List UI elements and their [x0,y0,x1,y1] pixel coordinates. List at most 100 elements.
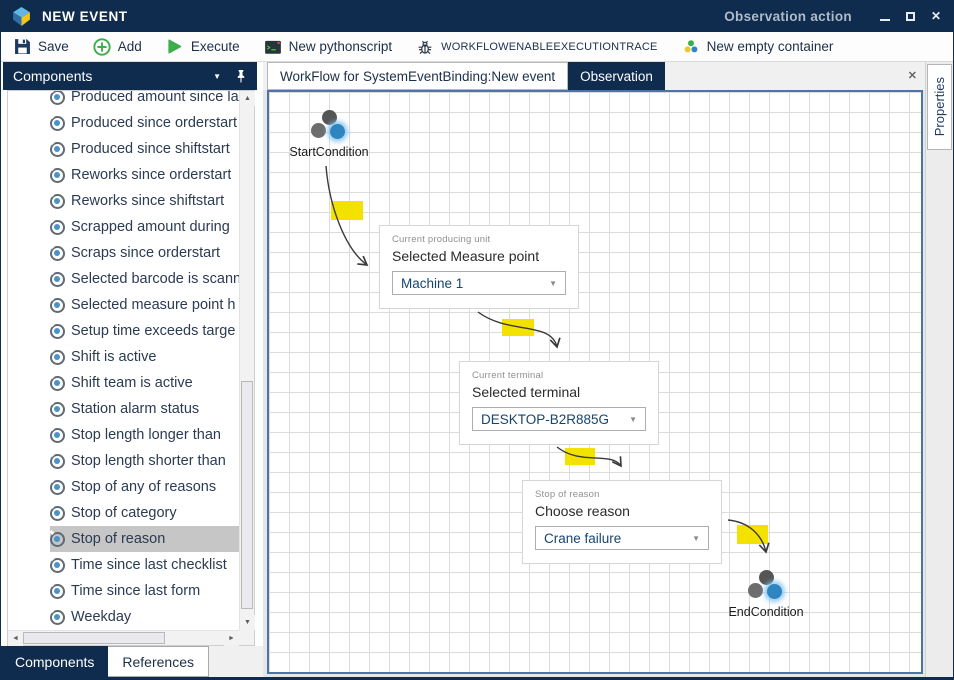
component-list-item[interactable]: Scraps since orderstart [50,240,239,266]
terminal-dropdown[interactable]: DESKTOP-B2R885G [472,407,646,431]
components-panel: Components Produced amount since la Prod… [1,62,263,677]
maximize-icon[interactable] [906,12,915,21]
scroll-down-icon[interactable] [240,615,255,630]
bug-icon [416,38,434,56]
eye-observation-icon [50,91,65,105]
pythonscript-icon [264,38,282,56]
arrow-highlight [502,319,534,336]
context-label: Observation action [724,9,852,24]
component-list-item[interactable]: Produced since shiftstart [50,136,239,162]
reason-dropdown[interactable]: Crane failure [535,526,709,550]
eye-observation-icon [50,272,65,287]
pin-icon[interactable] [235,69,247,84]
component-list-item[interactable]: Selected barcode is scann [50,266,239,292]
condition-node-icon [311,110,348,141]
workflow-card-terminal[interactable]: Current terminal Selected terminal DESKT… [459,361,659,445]
container-dots-icon [682,38,700,56]
new-empty-container-button[interactable]: New empty container [682,38,834,56]
end-condition-node[interactable]: EndCondition [706,570,826,619]
chevron-down-icon [692,533,700,543]
component-list-item[interactable]: Time since last checklist [50,552,239,578]
eye-observation-icon [50,584,65,599]
component-list-item[interactable]: Station alarm status [50,396,239,422]
arrow-highlight [737,525,768,544]
eye-observation-icon [50,298,65,313]
toolbar: Save Add Execute [1,32,954,62]
component-list-item[interactable]: Time since last form [50,578,239,604]
component-list-item[interactable]: Reworks since shiftstart [50,188,239,214]
execute-button[interactable]: Execute [166,38,240,56]
eye-observation-icon [50,350,65,365]
arrow-highlight [331,201,363,220]
components-list: Produced amount since la Produced since … [8,91,239,630]
workflow-trace-button[interactable]: WORKFLOWENABLEEXECUTIONTRACE [416,38,657,56]
eye-observation-icon [50,558,65,573]
window-title: NEW EVENT [42,9,128,24]
add-button[interactable]: Add [93,38,142,56]
component-list-item[interactable]: Stop of any of reasons [50,474,239,500]
workflow-card-producing-unit[interactable]: Current producing unit Selected Measure … [379,225,579,309]
component-list-item[interactable]: Produced since orderstart [50,110,239,136]
eye-observation-icon [50,532,65,547]
add-icon [93,38,111,56]
vertical-scrollbar[interactable] [239,91,254,630]
close-icon[interactable] [931,10,941,22]
execute-icon [166,38,184,56]
horizontal-scrollbar[interactable] [8,630,239,645]
eye-observation-icon [50,402,65,417]
component-list-item[interactable]: Setup time exceeds targe [50,318,239,344]
components-list-viewport: Produced amount since la Produced since … [8,91,239,630]
workflow-main-area: WorkFlow for SystemEventBinding:New even… [263,62,927,680]
tab-components[interactable]: Components [1,646,108,677]
scroll-left-icon[interactable] [8,631,23,646]
component-list-item[interactable]: Produced amount since la [50,91,239,110]
scrollbar-corner [239,630,254,645]
tab-properties[interactable]: Properties [927,64,952,150]
component-list-item[interactable]: Weekday [50,604,239,630]
panel-dropdown-icon[interactable] [213,71,221,82]
start-condition-node[interactable]: StartCondition [269,110,389,159]
workflow-card-stop-reason[interactable]: Stop of reason Choose reason Crane failu… [522,480,722,564]
component-list-item[interactable]: Scrapped amount during [50,214,239,240]
tab-references[interactable]: References [108,646,209,677]
minimize-icon[interactable] [880,19,890,21]
title-bar: NEW EVENT Observation action [1,0,954,32]
component-list-item[interactable]: Stop length longer than [50,422,239,448]
component-list-item[interactable]: Selected measure point h [50,292,239,318]
component-list-item[interactable]: Stop length shorter than [50,448,239,474]
save-button[interactable]: Save [13,38,69,56]
tab-observation[interactable]: Observation [568,62,665,90]
eye-observation-icon [50,428,65,443]
scroll-up-icon[interactable] [240,91,255,106]
save-icon [13,38,31,56]
components-list-region: Produced amount since la Produced since … [7,90,255,646]
component-list-item[interactable]: Reworks since orderstart [50,162,239,188]
component-list-item[interactable]: Shift team is active [50,370,239,396]
component-list-item[interactable]: Stop of reason [50,526,239,552]
eye-observation-icon [50,506,65,521]
components-panel-header: Components [3,62,257,90]
new-pythonscript-button[interactable]: New pythonscript [264,38,393,56]
vertical-scroll-thumb[interactable] [241,381,253,609]
components-panel-title: Components [13,68,92,84]
scroll-right-icon[interactable] [224,631,239,646]
eye-observation-icon [50,142,65,157]
horizontal-scroll-thumb[interactable] [23,632,165,644]
eye-observation-icon [50,220,65,235]
component-list-item[interactable]: Shift is active [50,344,239,370]
measure-point-dropdown[interactable]: Machine 1 [392,271,566,295]
document-tabs: WorkFlow for SystemEventBinding:New even… [263,62,927,90]
end-condition-label: EndCondition [706,605,826,619]
eye-observation-icon [50,376,65,391]
component-list-item[interactable]: Stop of category [50,500,239,526]
chevron-down-icon [549,278,557,288]
eye-observation-icon [50,454,65,469]
document-close-icon[interactable] [908,69,917,82]
eye-observation-icon [50,480,65,495]
eye-observation-icon [50,246,65,261]
workflow-canvas[interactable]: StartCondition Current producing unit Se… [267,90,923,674]
start-condition-label: StartCondition [269,145,389,159]
tab-workflow[interactable]: WorkFlow for SystemEventBinding:New even… [267,62,568,90]
eye-observation-icon [50,324,65,339]
